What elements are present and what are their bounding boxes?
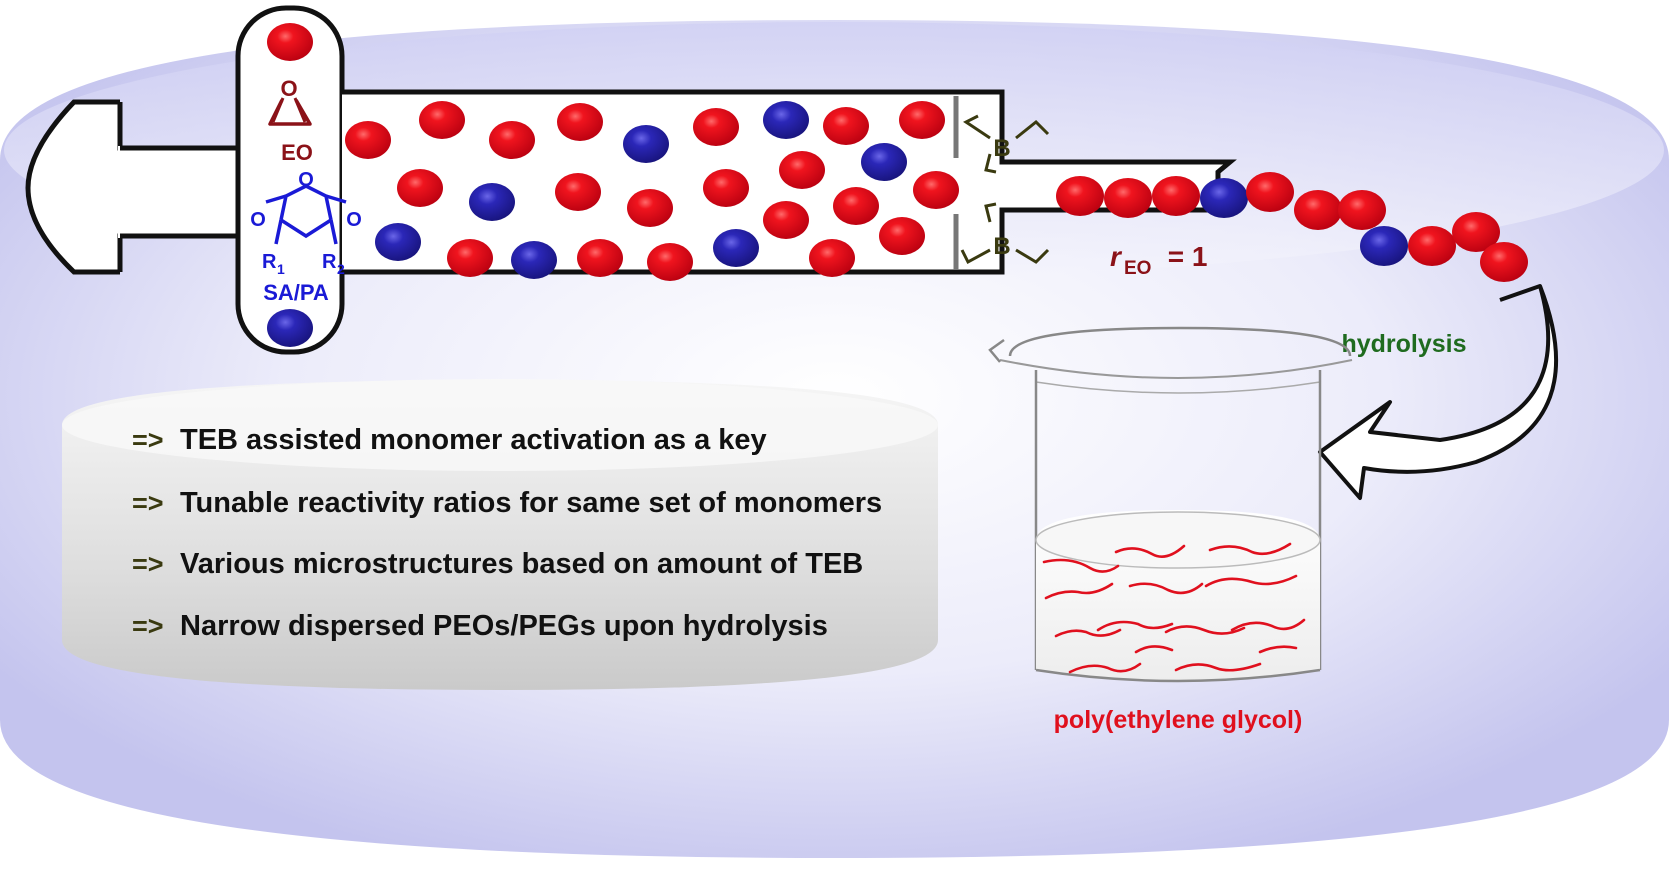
teb-structure-bottom: B [960, 202, 1050, 265]
bullet-text: Narrow dispersed PEOs/PEGs upon hydrolys… [180, 610, 828, 642]
eo-monomer [577, 239, 623, 277]
eo-monomer [899, 101, 945, 139]
bullet-arrow: => [132, 549, 164, 579]
bullet-text: Tunable reactivity ratios for same set o… [180, 487, 882, 519]
boron-label: B [993, 233, 1010, 260]
boron-label: B [993, 135, 1010, 162]
reactivity-ratio-label: r EO = 1 [1110, 241, 1207, 279]
sa-monomer [511, 241, 557, 279]
eo-monomer [489, 121, 535, 159]
sa-monomer [713, 229, 759, 267]
bullet-item-3: => Various microstructures based on amou… [132, 548, 863, 580]
bullet-item-2: => Tunable reactivity ratios for same se… [132, 487, 882, 519]
sa-monomer [861, 143, 907, 181]
eo-monomer [397, 169, 443, 207]
eo-monomer [693, 108, 739, 146]
eo-unit [1246, 172, 1294, 212]
teb-structure-top: B [963, 114, 1050, 174]
eo-monomer [557, 103, 603, 141]
sa-monomer [375, 223, 421, 261]
bullet-text: Various microstructures based on amount … [180, 548, 863, 580]
eo-unit [1294, 190, 1342, 230]
anhydride-icon [265, 184, 347, 245]
eo-monomer [779, 151, 825, 189]
anhydride-oxygen: O [346, 209, 362, 231]
eo-unit [1480, 242, 1528, 282]
beaker-icon [988, 326, 1353, 683]
bullet-item-1: => TEB assisted monomer activation as a … [132, 424, 767, 456]
eo-monomer [447, 239, 493, 277]
bullet-arrow: => [132, 425, 164, 455]
eo-unit [1452, 212, 1500, 252]
beaker-label: poly(ethylene glycol) [1054, 706, 1303, 734]
eo-monomer [419, 101, 465, 139]
sa-unit [1200, 178, 1248, 218]
eo-monomer [763, 201, 809, 239]
hydrolysis-label: hydrolysis [1341, 330, 1466, 358]
eo-unit [1338, 190, 1386, 230]
svg-text:2: 2 [337, 261, 345, 277]
anhydride-oxygen: O [250, 209, 266, 231]
eo-monomer [627, 189, 673, 227]
eo-monomer [879, 217, 925, 255]
eo-unit [1152, 176, 1200, 216]
bullet-item-4: => Narrow dispersed PEOs/PEGs upon hydro… [132, 610, 828, 642]
sa-monomer [469, 183, 515, 221]
copolymer-chain [1056, 172, 1528, 282]
epoxide-oxygen: O [280, 76, 297, 101]
svg-text:= 1: = 1 [1160, 241, 1207, 272]
sapa-label: SA/PA [263, 280, 329, 305]
sa-monomer [623, 125, 669, 163]
peg-strands [1042, 542, 1306, 674]
eo-unit [1056, 176, 1104, 216]
sa-unit [1360, 226, 1408, 266]
anhydride-oxygen: O [298, 169, 314, 191]
curved-arrow-icon [1318, 284, 1559, 500]
eo-monomer [555, 173, 601, 211]
svg-text:1: 1 [277, 261, 285, 277]
eo-monomer [809, 239, 855, 277]
eo-label: EO [281, 140, 313, 165]
eo-monomer [647, 243, 693, 281]
eo-monomer [913, 171, 959, 209]
bullet-panel [62, 379, 938, 690]
eo-monomer [345, 121, 391, 159]
sa-monomer [267, 309, 313, 347]
svg-text:EO: EO [1124, 258, 1151, 279]
eo-monomer [833, 187, 879, 225]
sa-monomer [763, 101, 809, 139]
eo-monomer [703, 169, 749, 207]
svg-text:r: r [1110, 241, 1123, 272]
svg-text:R: R [262, 251, 277, 273]
svg-text:R: R [322, 251, 337, 273]
bullet-arrow: => [132, 611, 164, 641]
eo-monomer [267, 23, 313, 61]
r2-label: R 2 [322, 251, 345, 277]
eo-unit [1408, 226, 1456, 266]
monomer-balls [267, 23, 959, 347]
bullet-list: => TEB assisted monomer activation as a … [132, 424, 882, 642]
r1-label: R 1 [262, 251, 285, 277]
epoxide-icon: O EO [268, 76, 313, 165]
bullet-arrow: => [132, 488, 164, 518]
bullet-text: TEB assisted monomer activation as a key [180, 424, 767, 456]
eo-monomer [823, 107, 869, 145]
eo-unit [1104, 178, 1152, 218]
